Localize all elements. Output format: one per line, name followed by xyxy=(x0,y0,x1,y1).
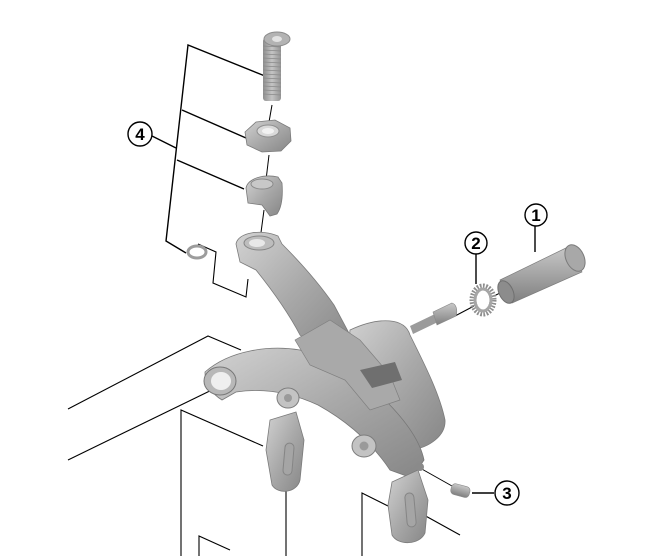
callout-4-label: 4 xyxy=(135,125,145,144)
axle-stud-part xyxy=(410,302,458,334)
callout-leader-lines xyxy=(472,225,536,494)
callout-4-leader-lines xyxy=(149,44,266,298)
callout-1-label: 1 xyxy=(531,206,540,225)
callout-1: 1 xyxy=(524,203,548,227)
cable-holder-part xyxy=(245,175,283,217)
caliper-upper-arm-part xyxy=(235,231,351,356)
callout-2: 2 xyxy=(464,231,488,255)
callout-3-label: 3 xyxy=(502,484,511,503)
adjustment-screw-part xyxy=(450,483,471,498)
small-washer-part xyxy=(186,244,208,260)
sleeve-nut-part xyxy=(497,244,586,304)
toothed-washer-part xyxy=(469,283,497,317)
callout-3: 3 xyxy=(494,480,520,506)
adjuster-barrel-part xyxy=(262,31,291,101)
callout-2-label: 2 xyxy=(471,234,480,253)
lock-nut-part xyxy=(244,119,292,153)
callout-4: 4 xyxy=(127,121,153,147)
caliper-body-part xyxy=(203,319,446,544)
